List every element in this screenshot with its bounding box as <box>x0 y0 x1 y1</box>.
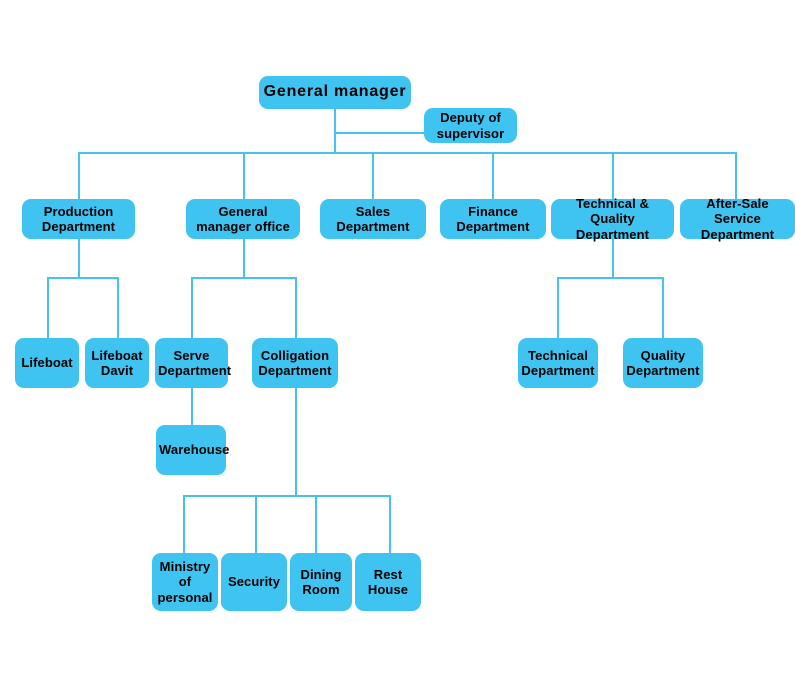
node-colligation-department[interactable]: Colligation Department <box>252 338 338 388</box>
node-general-manager[interactable]: General manager <box>259 76 411 109</box>
connector-drop-lifeboat <box>47 277 49 338</box>
node-technical-quality-department[interactable]: Technical & Quality Department <box>551 196 674 242</box>
connector-colligation-bus <box>183 495 389 497</box>
node-dining-room[interactable]: Dining Room <box>290 553 352 611</box>
node-label-ministry-of-personal: Ministry of personal <box>157 559 213 605</box>
connector-drop-gm-office <box>243 152 245 200</box>
connector-drop-sales <box>372 152 374 200</box>
connector-drop-colligation <box>295 277 297 338</box>
connector-gm-office-bus <box>191 277 295 279</box>
connector-level2-bus <box>78 152 735 154</box>
node-warehouse[interactable]: Warehouse <box>156 425 230 475</box>
connector-drop-rest-house <box>389 495 391 553</box>
node-ministry-of-personal[interactable]: Ministry of personal <box>152 553 218 611</box>
connector-gm-stem-to-deputy <box>334 109 336 133</box>
node-label-warehouse: Warehouse <box>159 442 230 458</box>
connector-production-bus <box>47 277 118 279</box>
connector-drop-finance <box>492 152 494 200</box>
node-rest-house[interactable]: Rest House <box>355 553 421 611</box>
node-finance-department[interactable]: Finance Department <box>440 199 546 239</box>
node-label-sales-department: Sales Department <box>336 203 410 234</box>
node-label-lifeboat: Lifeboat <box>21 355 73 371</box>
node-lifeboat[interactable]: Lifeboat <box>15 338 79 388</box>
node-label-general-manager-office: General manager office <box>196 203 290 234</box>
connector-drop-technical-quality <box>612 152 614 200</box>
node-label-lifeboat-davit: Lifeboat Davit <box>91 347 143 378</box>
node-label-quality-department: Quality Department <box>626 347 700 378</box>
node-label-serve-department: Serve Department <box>158 347 232 378</box>
connector-drop-dining <box>315 495 317 553</box>
connector-serve-to-warehouse <box>191 388 193 425</box>
node-lifeboat-davit[interactable]: Lifeboat Davit <box>85 338 149 388</box>
connector-drop-serve <box>191 277 193 338</box>
connector-colligation-stem <box>295 388 297 495</box>
node-general-manager-office[interactable]: General manager office <box>186 199 300 239</box>
connector-tq-bus <box>557 277 663 279</box>
connector-drop-technical <box>557 277 559 338</box>
connector-gm-stem-to-bus <box>334 132 336 153</box>
node-label-technical-department: Technical Department <box>521 347 595 378</box>
node-sales-department[interactable]: Sales Department <box>320 199 426 239</box>
node-production-department[interactable]: Production Department <box>22 199 135 239</box>
connector-production-stem <box>78 239 80 277</box>
connector-drop-quality <box>662 277 664 338</box>
node-label-after-sale-service-department: After-Sale Service Department <box>700 196 775 242</box>
node-security[interactable]: Security <box>221 553 287 611</box>
node-label-general-manager: General manager <box>263 83 407 101</box>
node-after-sale-service-department[interactable]: After-Sale Service Department <box>680 196 795 242</box>
node-label-production-department: Production Department <box>41 203 116 234</box>
node-quality-department[interactable]: Quality Department <box>623 338 703 388</box>
node-serve-department[interactable]: Serve Department <box>155 338 232 388</box>
node-deputy-of-supervisor[interactable]: Deputy of supervisor <box>424 108 517 143</box>
connector-drop-after-sale <box>735 152 737 200</box>
connector-tq-stem <box>612 239 614 277</box>
node-label-dining-room: Dining Room <box>300 566 342 597</box>
connector-drop-security <box>255 495 257 553</box>
connector-drop-ministry <box>183 495 185 553</box>
node-label-deputy-of-supervisor: Deputy of supervisor <box>436 110 505 141</box>
connector-drop-production <box>78 152 80 200</box>
node-technical-department[interactable]: Technical Department <box>518 338 598 388</box>
node-label-technical-quality-department: Technical & Quality Department <box>575 196 650 242</box>
connector-gm-to-deputy-horizontal <box>334 132 425 134</box>
node-label-rest-house: Rest House <box>367 566 409 597</box>
node-label-colligation-department: Colligation Department <box>258 347 332 378</box>
connector-gm-office-stem <box>243 239 245 277</box>
node-label-security: Security <box>227 574 281 590</box>
node-label-finance-department: Finance Department <box>456 203 530 234</box>
connector-drop-lifeboat-davit <box>117 277 119 338</box>
